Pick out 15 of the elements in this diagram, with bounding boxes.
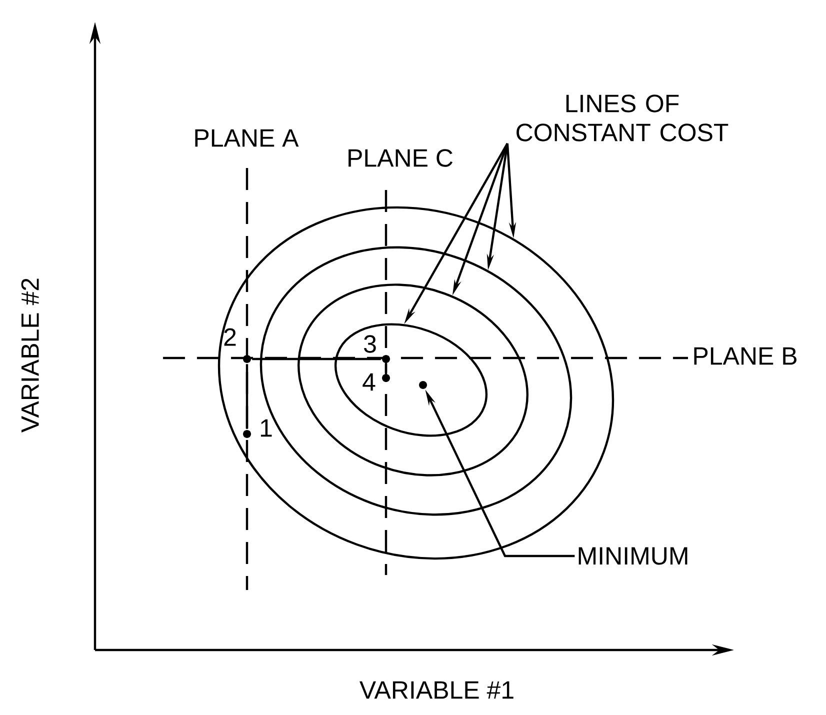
axis-label: VARIABLE #2	[21, 278, 39, 432]
callout-text: MINIMUM	[578, 547, 688, 565]
point-dot	[419, 381, 427, 389]
axis-label: VARIABLE #1	[360, 681, 514, 699]
point-number: 2	[224, 328, 236, 346]
plane-label: PLANE A	[195, 129, 299, 147]
plane-label: PLANE B	[694, 347, 796, 365]
plane-label: PLANE C	[348, 149, 452, 167]
callout-text: LINES OF CONSTANT COST	[516, 94, 728, 142]
point-number: 4	[362, 373, 376, 391]
path-line	[246, 364, 248, 429]
point-number: 3	[364, 335, 376, 353]
point-number: 1	[260, 419, 272, 437]
path-line	[252, 358, 381, 360]
path-line	[384, 364, 388, 373]
